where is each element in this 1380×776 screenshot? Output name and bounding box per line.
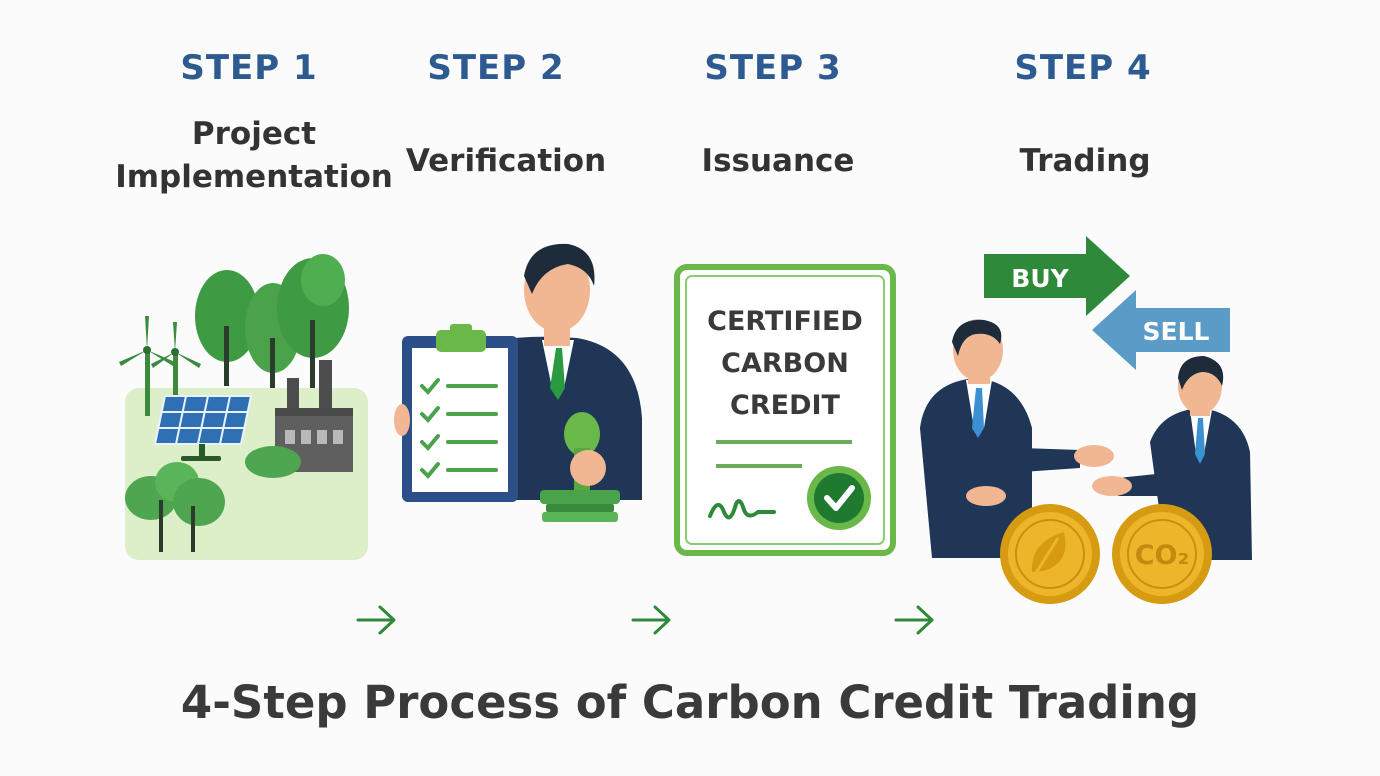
main-title: 4-Step Process of Carbon Credit Trading — [180, 676, 1200, 729]
step-3-number: STEP 3 — [704, 48, 842, 88]
step-4-title: Trading — [1019, 143, 1151, 179]
seller-person — [1092, 356, 1252, 560]
step-1-to-2-arrow-icon — [356, 605, 396, 635]
co2-coin-icon: CO₂ — [1112, 504, 1212, 604]
carbon-credit-certificate-illustration: CERTIFIED CARBON CREDIT — [674, 264, 896, 556]
certificate-line-2: CARBON — [721, 348, 849, 379]
step-2-title: Verification — [405, 143, 607, 179]
step-4-number: STEP 4 — [1014, 48, 1152, 88]
approval-stamp-icon — [540, 412, 620, 522]
verified-check-seal-icon — [807, 466, 871, 530]
buy-arrow: BUY — [984, 236, 1130, 316]
renewable-project-illustration — [119, 254, 368, 560]
signature-mark — [708, 499, 776, 520]
verifier-with-checklist-illustration — [394, 243, 642, 522]
step-1-title: Project Implementation — [104, 113, 404, 199]
tree-cluster-icon — [125, 462, 225, 552]
step-3-to-4-arrow-icon — [894, 605, 934, 635]
step-1-title-line-2: Implementation — [115, 159, 393, 195]
tree-icon — [195, 270, 259, 386]
step-1-title-line-1: Project — [191, 116, 317, 152]
sell-arrow: SELL — [1092, 290, 1230, 370]
certificate-line-1: CERTIFIED — [707, 306, 863, 337]
step-2-to-3-arrow-icon — [631, 605, 671, 635]
traders-exchanging-coins-illustration: BUY SELL CO₂ — [920, 236, 1252, 604]
certificate-line-3: CREDIT — [730, 390, 841, 421]
sell-label: SELL — [1143, 317, 1210, 346]
buy-label: BUY — [1011, 264, 1069, 293]
wind-turbine-icon — [151, 322, 201, 395]
step-2-number: STEP 2 — [427, 48, 565, 88]
solar-panel-icon — [153, 395, 253, 461]
tree-icon — [277, 254, 349, 388]
step-1-number: STEP 1 — [180, 48, 318, 88]
certificate-inner-border — [685, 275, 885, 545]
coin-label: CO₂ — [1135, 540, 1190, 571]
leaf-coin-icon — [1000, 504, 1100, 604]
bush-icon — [245, 446, 301, 478]
step-3-title: Issuance — [701, 143, 855, 179]
buyer-person — [920, 319, 1114, 558]
wind-turbine-icon — [119, 316, 175, 416]
checklist-clipboard-icon — [394, 324, 518, 502]
